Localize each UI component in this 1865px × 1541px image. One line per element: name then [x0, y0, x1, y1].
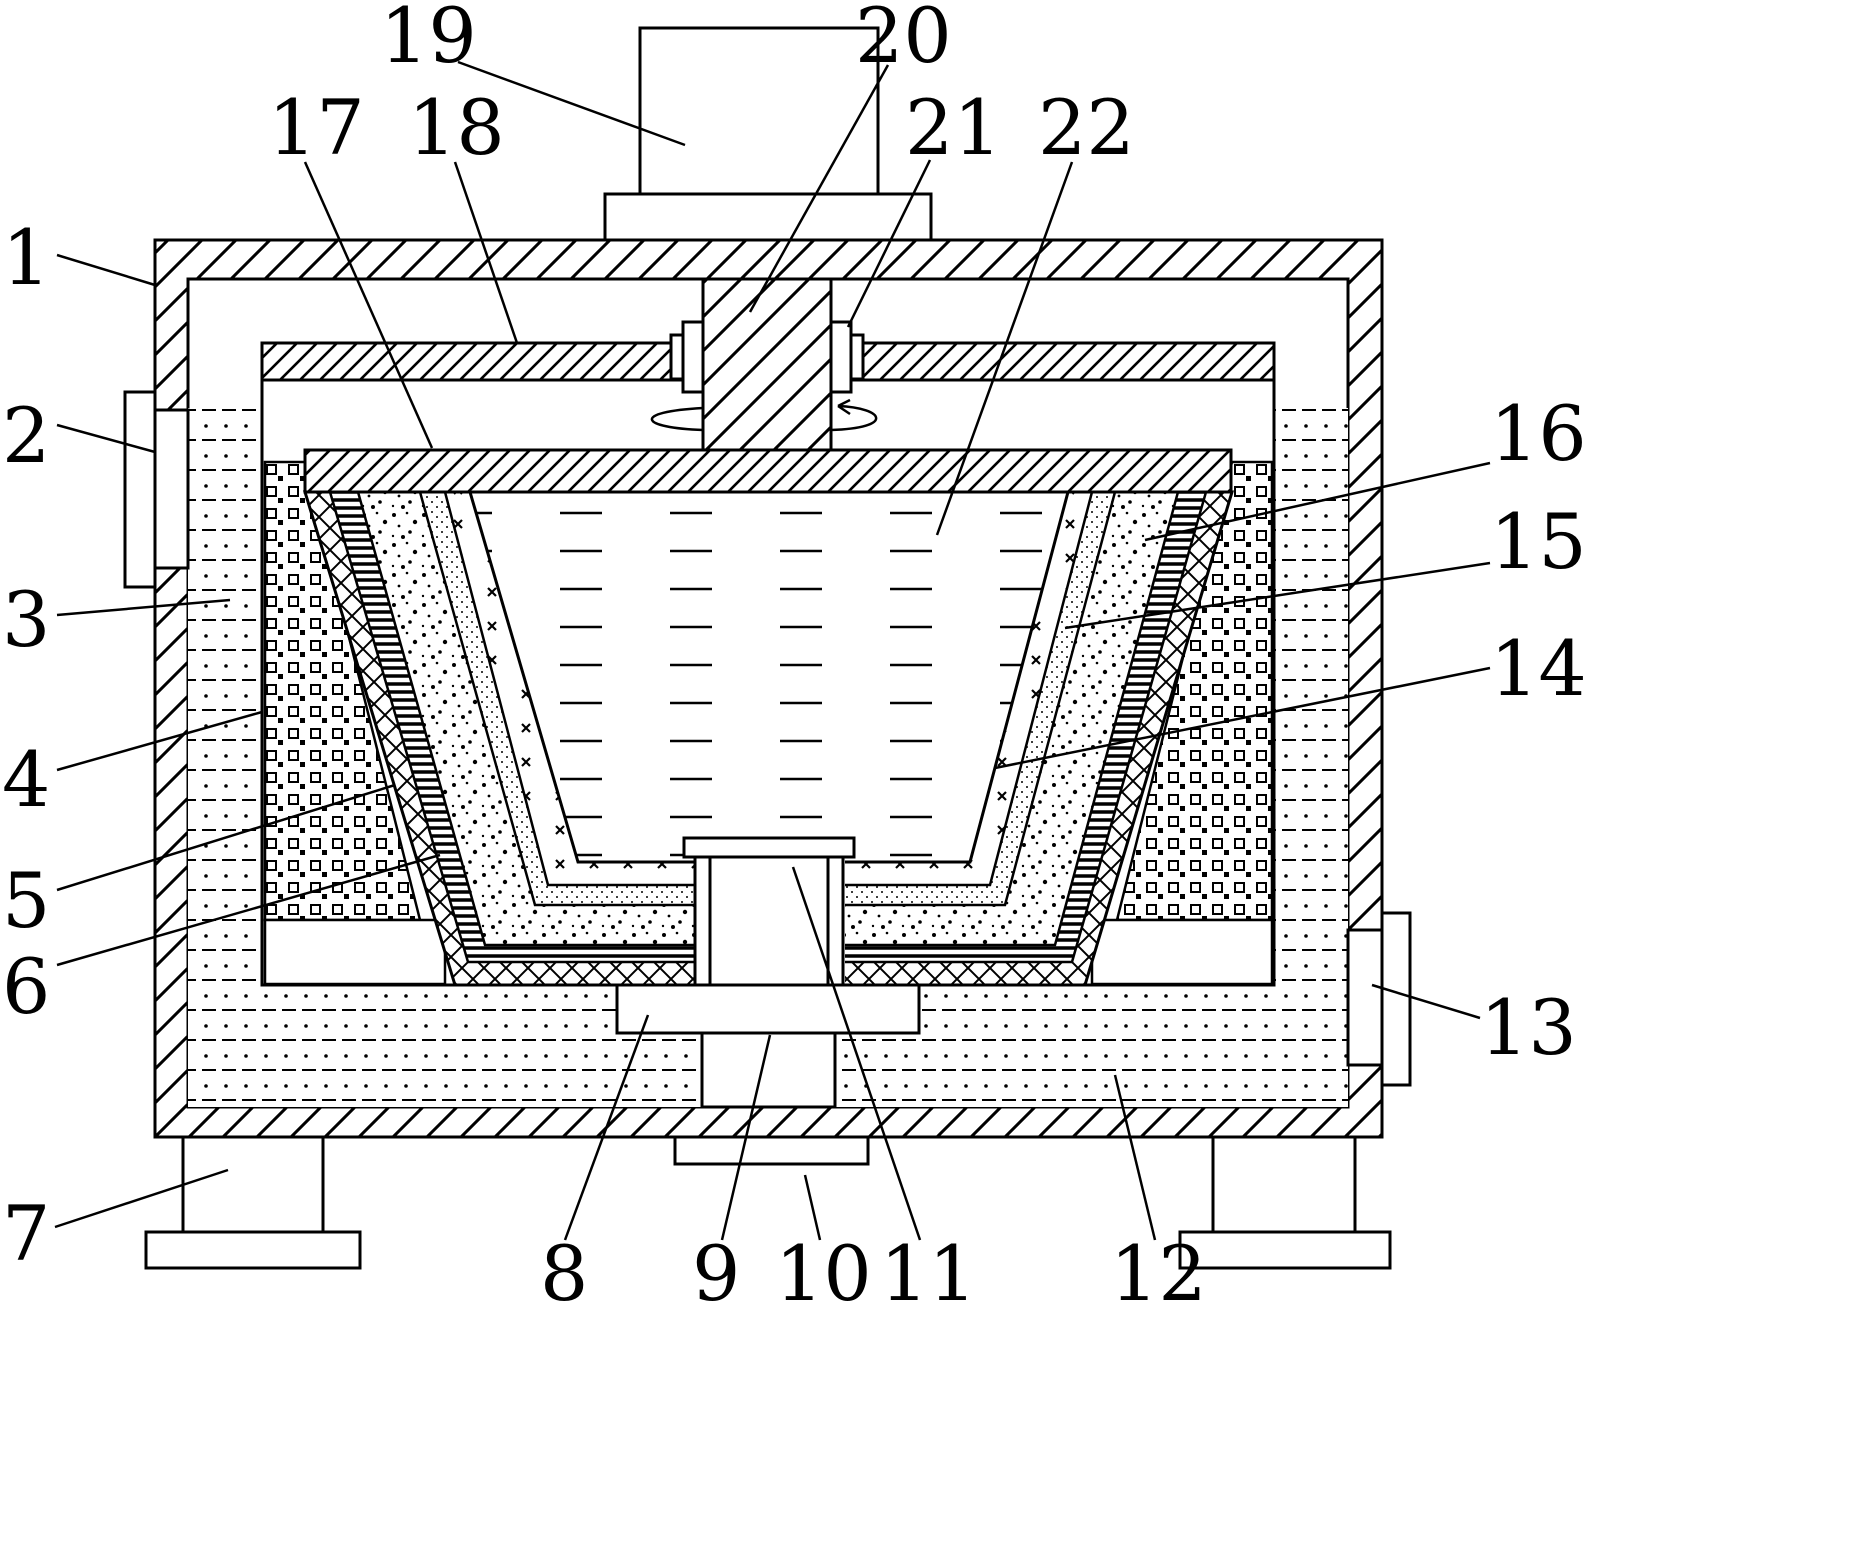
label-11: 11 — [880, 1229, 977, 1318]
label-9: 9 — [692, 1229, 740, 1318]
label-14: 14 — [1490, 624, 1587, 713]
label-1: 1 — [2, 213, 50, 302]
label-6: 6 — [2, 942, 50, 1031]
insulation-layer — [263, 460, 1274, 986]
label-13: 13 — [1480, 983, 1577, 1072]
label-19: 19 — [380, 0, 477, 80]
label-12: 12 — [1110, 1229, 1207, 1318]
label-2: 2 — [2, 391, 50, 480]
top-motor — [603, 26, 933, 242]
label-18: 18 — [408, 83, 505, 172]
side-valves — [123, 390, 1412, 1087]
label-3: 3 — [2, 575, 50, 664]
label-20: 20 — [855, 0, 952, 80]
label-4: 4 — [2, 735, 50, 824]
label-21: 21 — [905, 83, 1002, 172]
label-10: 10 — [775, 1229, 872, 1318]
label-7: 7 — [2, 1189, 50, 1278]
drive-shaft — [650, 277, 878, 452]
label-16: 16 — [1490, 389, 1587, 478]
center-post — [682, 836, 856, 987]
label-22: 22 — [1038, 83, 1135, 172]
liquid-zone — [188, 408, 1348, 1107]
label-8: 8 — [540, 1229, 588, 1318]
label-17: 17 — [268, 83, 365, 172]
label-15: 15 — [1490, 497, 1587, 586]
crucible-shell — [302, 490, 1235, 987]
leader-lines — [54, 60, 1491, 1241]
part-labels: 1 2 3 4 5 6 7 8 9 10 11 12 13 14 15 16 1… — [2, 0, 1587, 1318]
label-5: 5 — [2, 856, 50, 945]
legs — [144, 1135, 1392, 1270]
